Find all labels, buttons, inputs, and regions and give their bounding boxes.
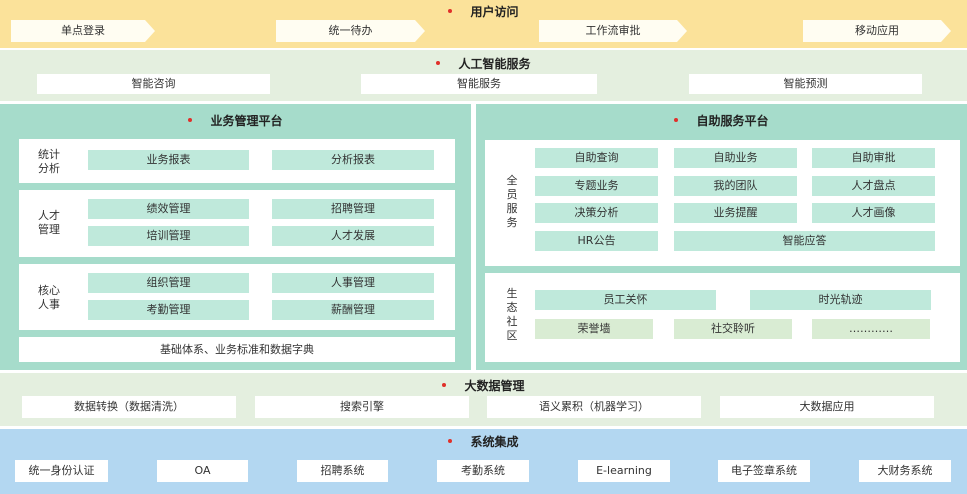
core-hr-label: 核心人事: [38, 284, 60, 311]
social-listening-item[interactable]: 社交聆听: [674, 319, 792, 339]
bullet-icon: [674, 117, 679, 122]
smart-predict-item[interactable]: 智能预测: [689, 74, 922, 94]
ai-services-title: 人工智能服务: [0, 55, 967, 72]
single-sign-on-item[interactable]: 单点登录: [11, 20, 155, 42]
talent-portrait-item[interactable]: 人才画像: [812, 203, 935, 223]
employee-care-item[interactable]: 员工关怀: [535, 290, 716, 310]
user-access-title: 用户访问: [0, 3, 967, 20]
bullet-icon: [448, 438, 453, 443]
core-hr-section: 核心人事 组织管理 人事管理 考勤管理 薪酬管理: [19, 264, 455, 330]
bullet-icon: [436, 60, 441, 65]
self-approval-item[interactable]: 自助审批: [812, 148, 935, 168]
elearning-item[interactable]: E-learning: [578, 460, 670, 482]
search-engine-item[interactable]: 搜索引擎: [255, 396, 469, 418]
user-access-band: 用户访问 单点登录 统一待办 工作流审批 移动应用: [0, 0, 967, 48]
smart-consult-item[interactable]: 智能咨询: [37, 74, 270, 94]
e-signature-item[interactable]: 电子签章系统: [718, 460, 810, 482]
recruit-manage-item[interactable]: 招聘管理: [272, 199, 434, 219]
mobile-app-item[interactable]: 移动应用: [803, 20, 951, 42]
hr-notice-item[interactable]: HR公告: [535, 231, 658, 251]
stats-section: 统计分析 业务报表 分析报表: [19, 139, 455, 183]
self-service-panel: 自助服务平台 全 员 服 务 自助查询 自助业务 自助审批 专题业务 我的团队 …: [476, 104, 967, 370]
self-business-item[interactable]: 自助业务: [674, 148, 797, 168]
business-platform-panel: 业务管理平台 统计分析 业务报表 分析报表 人才管理 绩效管理 招聘管理 培训管…: [0, 104, 471, 370]
attendance-manage-item[interactable]: 考勤管理: [88, 300, 249, 320]
workflow-approval-item[interactable]: 工作流审批: [539, 20, 687, 42]
big-data-app-item[interactable]: 大数据应用: [720, 396, 934, 418]
decision-analysis-item[interactable]: 决策分析: [535, 203, 658, 223]
self-query-item[interactable]: 自助查询: [535, 148, 658, 168]
performance-item[interactable]: 绩效管理: [88, 199, 249, 219]
semantic-accum-item[interactable]: 语义累积（机器学习）: [487, 396, 701, 418]
self-service-title: 自助服务平台: [476, 112, 967, 129]
ecosystem-label: 生 态 社 区: [506, 287, 518, 342]
talent-development-item[interactable]: 人才发展: [272, 226, 434, 246]
talent-inventory-item[interactable]: 人才盘点: [812, 176, 935, 196]
unified-identity-item[interactable]: 统一身份认证: [15, 460, 108, 482]
personnel-manage-item[interactable]: 人事管理: [272, 273, 434, 293]
big-data-band: 大数据管理 数据转换（数据清洗） 搜索引擎 语义累积（机器学习） 大数据应用: [0, 373, 967, 426]
honor-wall-item[interactable]: 荣誉墙: [535, 319, 653, 339]
time-track-item[interactable]: 时光轨迹: [750, 290, 931, 310]
smart-answer-item[interactable]: 智能应答: [674, 231, 935, 251]
data-transform-item[interactable]: 数据转换（数据清洗）: [22, 396, 236, 418]
talent-section: 人才管理 绩效管理 招聘管理 培训管理 人才发展: [19, 190, 455, 257]
finance-system-item[interactable]: 大财务系统: [859, 460, 951, 482]
business-platform-title: 业务管理平台: [0, 112, 471, 129]
system-integration-band: 系统集成 统一身份认证 OA 招聘系统 考勤系统 E-learning 电子签章…: [0, 429, 967, 494]
training-item[interactable]: 培训管理: [88, 226, 249, 246]
my-team-item[interactable]: 我的团队: [674, 176, 797, 196]
business-report-item[interactable]: 业务报表: [88, 150, 249, 170]
all-staff-section: 全 员 服 务 自助查询 自助业务 自助审批 专题业务 我的团队 人才盘点 决策…: [485, 140, 960, 266]
talent-label: 人才管理: [38, 209, 60, 236]
ecosystem-section: 生 态 社 区 员工关怀 时光轨迹 荣誉墙 社交聆听 …………: [485, 273, 960, 362]
recruit-system-item[interactable]: 招聘系统: [297, 460, 388, 482]
smart-service-item[interactable]: 智能服务: [361, 74, 597, 94]
analysis-report-item[interactable]: 分析报表: [272, 150, 434, 170]
stats-label: 统计分析: [38, 148, 60, 175]
oa-item[interactable]: OA: [157, 460, 248, 482]
bullet-icon: [448, 8, 453, 13]
unified-todo-item[interactable]: 统一待办: [276, 20, 425, 42]
bullet-icon: [188, 117, 193, 122]
more-item: …………: [812, 319, 930, 339]
payroll-manage-item[interactable]: 薪酬管理: [272, 300, 434, 320]
system-integration-title: 系统集成: [0, 433, 967, 450]
foundation-bar: 基础体系、业务标准和数据字典: [19, 337, 455, 362]
attendance-system-item[interactable]: 考勤系统: [437, 460, 529, 482]
all-staff-label: 全 员 服 务: [506, 174, 518, 229]
bullet-icon: [442, 382, 447, 387]
topic-business-item[interactable]: 专题业务: [535, 176, 658, 196]
big-data-title: 大数据管理: [0, 377, 967, 394]
ai-services-band: 人工智能服务 智能咨询 智能服务 智能预测: [0, 50, 967, 101]
business-reminder-item[interactable]: 业务提醒: [674, 203, 797, 223]
org-manage-item[interactable]: 组织管理: [88, 273, 249, 293]
